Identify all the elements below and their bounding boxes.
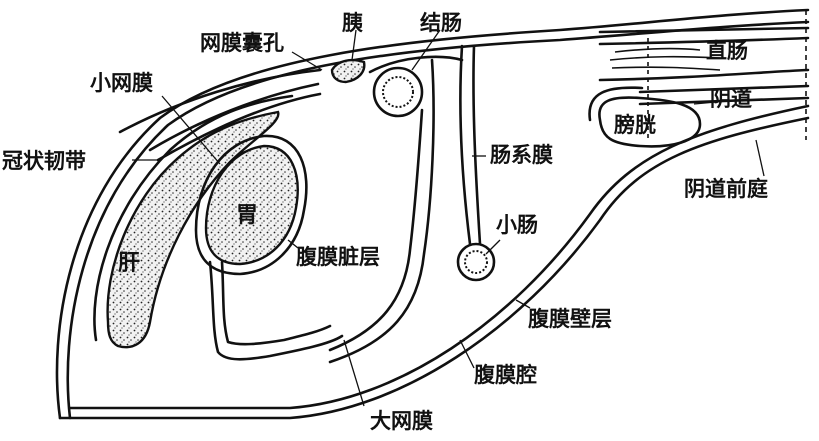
label-bladder: 膀胱 bbox=[613, 113, 656, 137]
pancreas-organ bbox=[330, 58, 366, 84]
liver-organ bbox=[93, 94, 294, 349]
label-greater-omentum: 大网膜 bbox=[370, 409, 433, 433]
label-visceral-peritoneum: 腹膜脏层 bbox=[296, 245, 380, 269]
label-coronary-ligament: 冠状韧带 bbox=[2, 149, 86, 173]
label-mesentery: 肠系膜 bbox=[490, 143, 553, 167]
bladder-organ bbox=[588, 86, 702, 148]
mesentery-and-small-intestine bbox=[456, 44, 496, 282]
colon-and-mesocolon bbox=[328, 55, 464, 364]
label-peritoneal-cavity: 腹膜腔 bbox=[474, 363, 537, 387]
stomach-organ bbox=[194, 134, 308, 276]
leader-lines bbox=[132, 29, 765, 407]
label-colon: 结肠 bbox=[420, 11, 462, 35]
label-liver: 肝 bbox=[118, 251, 140, 276]
rectum-tube bbox=[598, 10, 810, 140]
label-stomach: 胃 bbox=[236, 203, 258, 228]
label-lesser-omentum: 小网膜 bbox=[90, 71, 153, 95]
greater-omentum-fold bbox=[208, 260, 344, 361]
label-parietal-peritoneum: 腹膜壁层 bbox=[528, 307, 612, 331]
label-vestibule: 阴道前庭 bbox=[684, 177, 768, 201]
label-vagina: 阴道 bbox=[710, 87, 752, 111]
label-rectum: 直肠 bbox=[706, 39, 748, 63]
label-omental-foramen: 网膜囊孔 bbox=[200, 31, 284, 55]
label-pancreas: 胰 bbox=[342, 11, 363, 35]
diagram-labels: 网膜囊孔 胰 结肠 直肠 小网膜 阴道 膀胱 冠状韧带 肠系膜 阴道前庭 胃 小… bbox=[2, 11, 768, 433]
label-small-intestine: 小肠 bbox=[496, 213, 538, 237]
